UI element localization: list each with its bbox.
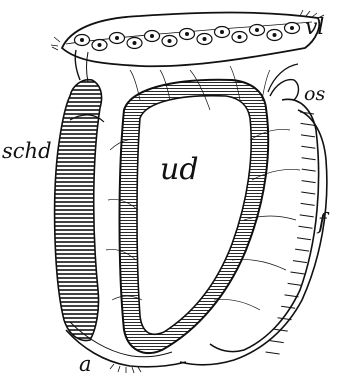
segment-tick — [300, 112, 314, 114]
segment-tick — [302, 169, 316, 171]
cell-dot — [133, 41, 137, 45]
cell-dot — [238, 35, 242, 39]
segment-tick — [301, 203, 315, 205]
segment-tick — [301, 135, 315, 137]
cell-dot — [80, 38, 84, 42]
cell-dot — [150, 34, 154, 38]
central-cavity — [120, 80, 269, 353]
cell-dot — [98, 43, 102, 47]
top-band — [51, 10, 324, 66]
cell-dot — [220, 30, 224, 34]
label-f: f — [318, 212, 326, 234]
segment-tick — [302, 181, 316, 183]
label-os: os — [304, 85, 325, 104]
segment-tick — [266, 352, 280, 354]
strand — [262, 70, 270, 100]
segment-tick — [301, 146, 315, 148]
segment-tick — [270, 341, 284, 343]
segment-tick — [281, 306, 295, 308]
segment-tick — [295, 249, 309, 251]
cell-dot — [168, 39, 172, 43]
label-vl: vl — [305, 17, 324, 39]
segment-tick — [293, 261, 307, 263]
cell-dot — [273, 33, 277, 37]
segment-tick — [302, 158, 316, 160]
left-column — [55, 50, 104, 340]
cell-dot — [115, 36, 119, 40]
segment-tick — [301, 192, 315, 194]
segment-tick — [297, 238, 311, 240]
label-schd: schd — [2, 141, 52, 162]
cell-dot — [290, 26, 294, 30]
strand — [214, 299, 260, 310]
segment-tick — [290, 272, 304, 274]
cell-dot — [185, 32, 189, 36]
segment-tick — [300, 215, 314, 217]
segment-tick — [288, 283, 302, 285]
cell-dot — [255, 28, 259, 32]
cell-dot — [203, 37, 207, 41]
label-a: a — [79, 354, 92, 375]
segment-tick — [299, 226, 313, 228]
label-ud: ud — [160, 155, 199, 185]
segment-tick — [301, 123, 315, 125]
